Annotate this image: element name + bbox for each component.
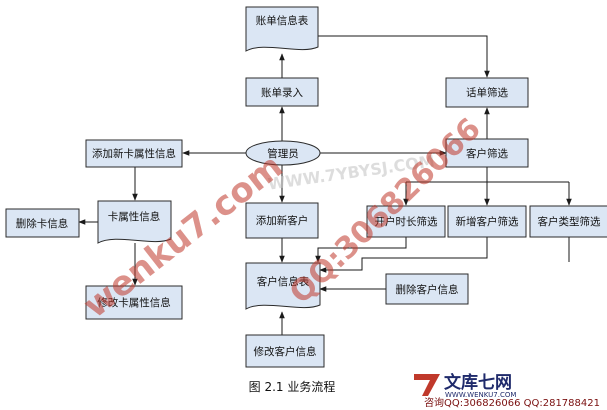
- node-modify-customer: 修改客户信息: [245, 334, 325, 368]
- node-modify-card-attr-label: 修改卡属性信息: [97, 296, 171, 309]
- node-add-card-attr: 添加新卡属性信息: [85, 139, 183, 168]
- node-new-customer-filter: 新增客户筛选: [447, 205, 527, 238]
- node-account-entry: 账单录入: [245, 77, 319, 107]
- node-customer-filter: 客户筛选: [445, 138, 529, 168]
- node-new-customer-filter-label: 新增客户筛选: [456, 215, 519, 228]
- node-account-table-label: 账单信息表: [256, 14, 309, 27]
- node-customer-filter-label: 客户筛选: [466, 147, 508, 160]
- connectors: [78, 35, 572, 335]
- node-account-table: 账单信息表: [245, 6, 319, 52]
- node-modify-card-attr: 修改卡属性信息: [85, 285, 183, 320]
- logo-text: 文库七网: [444, 372, 512, 393]
- node-customer-type-filter: 客户类型筛选: [529, 205, 607, 238]
- node-customer-info-label: 客户信息表: [257, 275, 310, 288]
- node-delete-customer: 删除客户信息: [385, 273, 469, 305]
- node-bill-filter: 话单筛选: [445, 77, 529, 108]
- node-card-attr: 卡属性信息: [97, 200, 172, 244]
- node-delete-customer-label: 删除客户信息: [396, 283, 459, 296]
- footer-contact: 咨询QQ:306826066 QQ:281788421: [424, 396, 600, 409]
- node-open-duration-filter-label: 开户时长筛选: [375, 215, 438, 228]
- node-add-customer: 添加新客户: [245, 202, 319, 239]
- node-admin: 管理员: [245, 140, 321, 166]
- node-modify-customer-label: 修改客户信息: [254, 345, 317, 358]
- node-bill-filter-label: 话单筛选: [466, 86, 508, 99]
- edge-openfilter-to-info: [315, 237, 407, 263]
- node-account-entry-label: 账单录入: [261, 87, 303, 99]
- edge-table-to-billfilter: [318, 35, 490, 78]
- node-add-customer-label: 添加新客户: [256, 214, 309, 227]
- node-delete-card: 删除卡信息: [5, 208, 80, 238]
- logo-url: WWW.WENKU7.COM: [445, 391, 516, 399]
- logo-seven-icon: [414, 374, 440, 396]
- node-customer-info: 客户信息表: [245, 262, 321, 310]
- node-delete-card-label: 删除卡信息: [16, 217, 69, 230]
- node-card-attr-label: 卡属性信息: [108, 210, 161, 223]
- site-logo: 文库七网 WWW.WENKU7.COM: [414, 372, 516, 399]
- node-customer-type-filter-label: 客户类型筛选: [538, 215, 601, 228]
- node-open-duration-filter: 开户时长筛选: [366, 205, 446, 238]
- figure-caption: 图 2.1 业务流程: [249, 379, 336, 394]
- edge-newfilter-to-info: [319, 237, 488, 273]
- node-admin-label: 管理员: [267, 147, 299, 160]
- node-add-card-attr-label: 添加新卡属性信息: [92, 147, 176, 160]
